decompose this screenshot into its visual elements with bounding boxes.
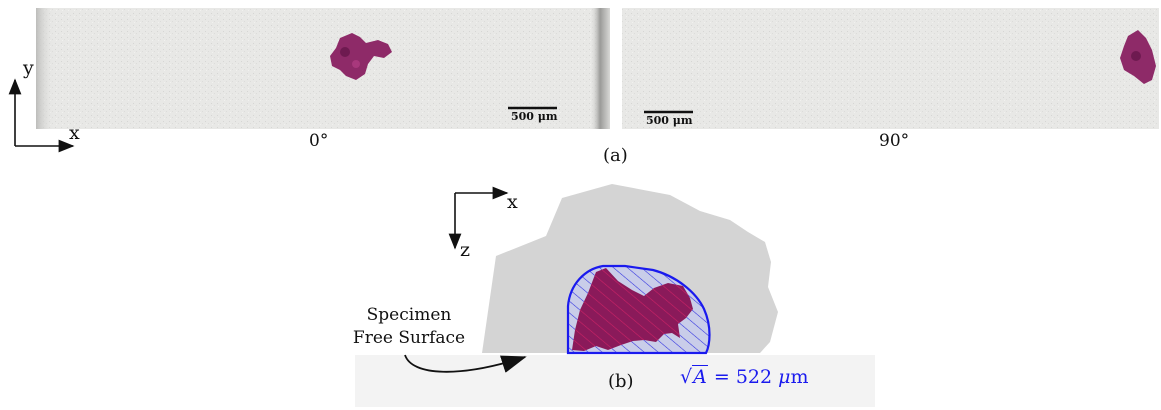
area-variable: A	[692, 365, 708, 388]
caption-a: (a)	[603, 145, 628, 166]
defect-section	[572, 268, 693, 351]
angle-label-0deg: 0°	[309, 131, 329, 151]
defect-blob-0deg	[330, 33, 392, 80]
ct-image-90deg	[622, 8, 1159, 129]
axes-xz	[448, 186, 509, 250]
sqrt-area-label: √A = 522 μm	[680, 365, 809, 388]
axes-xy	[8, 78, 75, 153]
defect-blob-90deg	[1120, 30, 1156, 84]
axis-label-y: y	[23, 57, 34, 79]
sqrt-symbol: √	[680, 366, 693, 388]
scale-bar-label-0deg: 500 μm	[511, 110, 558, 123]
scale-bar-label-90deg: 500 μm	[646, 114, 693, 127]
annotation-line-2: Free Surface	[352, 328, 466, 348]
area-value: = 522	[707, 366, 779, 388]
angle-label-90deg: 90°	[879, 131, 910, 151]
unit-mu: μ	[778, 366, 791, 388]
annotation-line-1: Specimen	[366, 305, 452, 325]
axis-label-x-a: x	[69, 122, 80, 144]
free-surface-annotation: Specimen Free Surface	[338, 304, 480, 350]
unit-m: m	[790, 366, 809, 388]
caption-b: (b)	[608, 371, 634, 392]
free-surface-arrow	[404, 354, 527, 373]
axis-label-x-b: x	[507, 191, 518, 213]
ct-image-0deg	[36, 8, 610, 129]
axis-label-z: z	[460, 239, 471, 261]
defect-area-contour	[566, 264, 711, 355]
